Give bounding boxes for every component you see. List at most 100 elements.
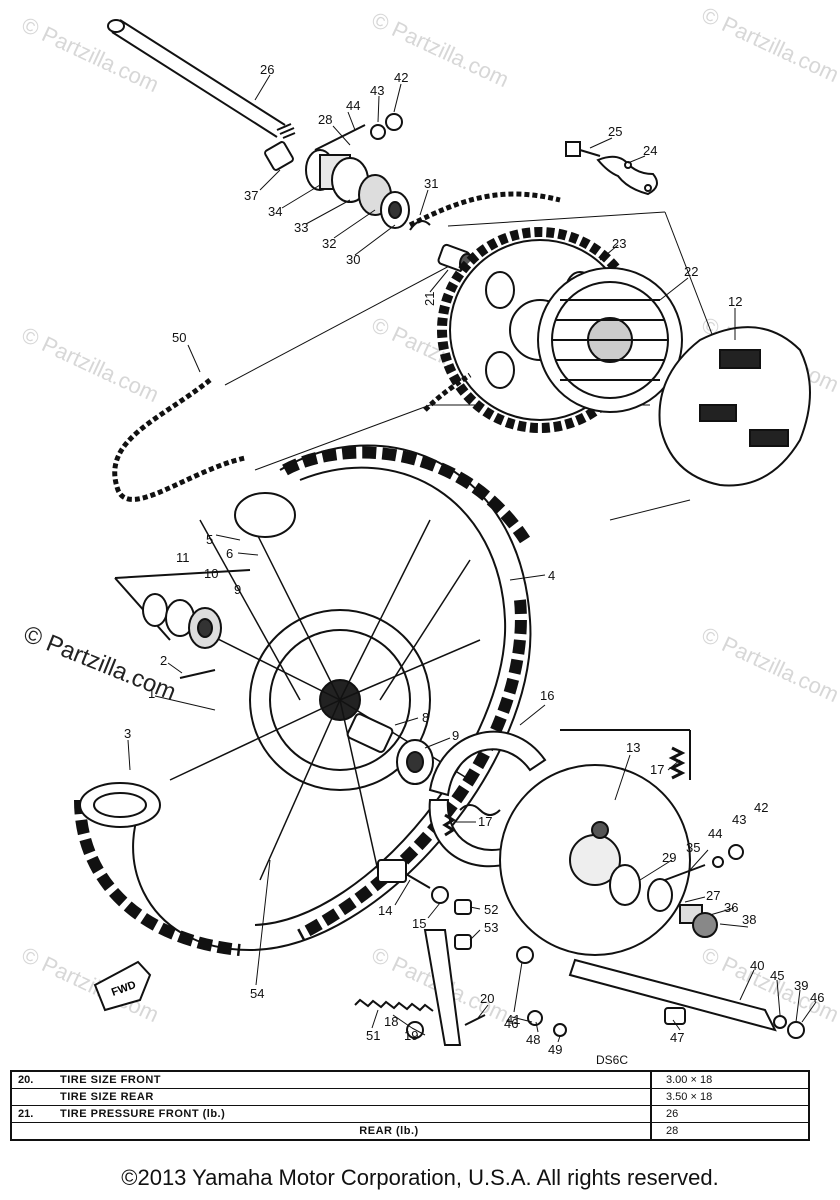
spec-value: 3.50 × 18 xyxy=(650,1088,809,1106)
callout-38: 38 xyxy=(742,912,756,927)
rear-wheel xyxy=(74,444,532,956)
callout-53: 53 xyxy=(484,920,498,935)
callout-43b: 43 xyxy=(732,812,746,827)
leader-lines xyxy=(127,74,817,1043)
spec-number xyxy=(11,1088,54,1106)
callout-32: 32 xyxy=(322,236,336,251)
spec-number: 20. xyxy=(11,1071,54,1089)
clutch-hub xyxy=(537,267,683,413)
callout-54: 54 xyxy=(250,986,264,1001)
callout-9b: 9 xyxy=(452,728,459,743)
watermark: © Partzilla.com xyxy=(698,2,840,87)
callout-31: 31 xyxy=(424,176,438,191)
right-axle-parts xyxy=(609,844,744,938)
spec-label: TIRE PRESSURE FRONT (lb.) xyxy=(54,1105,651,1123)
callout-46b: 46 xyxy=(810,990,824,1005)
callout-40: 40 xyxy=(750,958,764,973)
watermark-prominent: © Partzilla.com xyxy=(20,621,180,707)
spec-row: REAR (lb.) 28 xyxy=(11,1122,809,1141)
model-code: DS6C xyxy=(596,1053,629,1067)
callout-51: 51 xyxy=(366,1028,380,1043)
spec-label: TIRE SIZE REAR xyxy=(54,1088,651,1106)
callout-17b: 17 xyxy=(478,814,492,829)
callout-23: 23 xyxy=(612,236,626,251)
tire-section xyxy=(79,492,296,828)
spec-value: 26 xyxy=(650,1105,809,1123)
callout-27: 27 xyxy=(706,888,720,903)
callout-30: 30 xyxy=(346,252,360,267)
brake-cam xyxy=(377,859,472,950)
callout-25: 25 xyxy=(608,124,622,139)
callout-47: 47 xyxy=(670,1030,684,1045)
spec-number: 21. xyxy=(11,1105,54,1123)
callout-20: 20 xyxy=(480,991,494,1006)
drive-chain xyxy=(112,191,561,502)
callout-42: 42 xyxy=(394,70,408,85)
sprocket-bolts xyxy=(565,141,658,196)
bearing-set xyxy=(114,569,251,679)
callout-34: 34 xyxy=(268,204,282,219)
callout-36: 36 xyxy=(724,900,738,915)
callout-18: 18 xyxy=(384,1014,398,1029)
callouts: 26 44 43 42 28 25 24 37 34 33 32 30 31 2… xyxy=(124,62,824,1057)
brake-plate xyxy=(499,729,691,956)
axle-parts xyxy=(264,113,431,231)
spec-value: 3.00 × 18 xyxy=(650,1071,809,1089)
watermarks: © Partzilla.com © Partzilla.com © Partzi… xyxy=(18,2,840,1027)
callout-14: 14 xyxy=(378,903,392,918)
callout-26: 26 xyxy=(260,62,274,77)
callout-17: 17 xyxy=(650,762,664,777)
rear-axle xyxy=(107,19,296,139)
torque-arm xyxy=(354,929,805,1046)
spec-row: 20. TIRE SIZE FRONT 3.00 × 18 xyxy=(11,1071,809,1089)
copyright-notice: ©2013 Yamaha Motor Corporation, U.S.A. A… xyxy=(121,1165,719,1190)
callout-29: 29 xyxy=(662,850,676,865)
callout-48: 48 xyxy=(526,1032,540,1047)
spec-row: 21. TIRE PRESSURE FRONT (lb.) 26 xyxy=(11,1105,809,1123)
spec-label: TIRE SIZE FRONT xyxy=(54,1071,651,1089)
callout-6: 6 xyxy=(226,546,233,561)
hub-bearings xyxy=(346,713,434,785)
watermark: © Partzilla.com xyxy=(368,7,513,92)
callout-37: 37 xyxy=(244,188,258,203)
callout-5: 5 xyxy=(206,532,213,547)
callout-3: 3 xyxy=(124,726,131,741)
callout-9: 9 xyxy=(234,582,241,597)
callout-49: 49 xyxy=(548,1042,562,1057)
callout-50: 50 xyxy=(172,330,186,345)
callout-35: 35 xyxy=(686,840,700,855)
return-springs xyxy=(442,746,686,837)
callout-39: 39 xyxy=(794,978,808,993)
spec-table: 20. TIRE SIZE FRONT 3.00 × 18 TIRE SIZE … xyxy=(10,1070,810,1141)
callout-16: 16 xyxy=(540,688,554,703)
callout-44: 44 xyxy=(346,98,360,113)
spec-row: TIRE SIZE REAR 3.50 × 18 xyxy=(11,1088,809,1106)
watermark: © Partzilla.com xyxy=(18,12,163,97)
spec-value: 28 xyxy=(650,1122,809,1141)
callout-12: 12 xyxy=(728,294,742,309)
spec-number xyxy=(11,1122,54,1141)
callout-21: 21 xyxy=(422,292,437,306)
callout-43: 43 xyxy=(370,83,384,98)
callout-28: 28 xyxy=(318,112,332,127)
callout-1: 1 xyxy=(148,686,155,701)
callout-33: 33 xyxy=(294,220,308,235)
callout-24: 24 xyxy=(643,143,657,158)
parts-diagram: © Partzilla.com © Partzilla.com © Partzi… xyxy=(18,2,840,1057)
callout-22: 22 xyxy=(684,264,698,279)
callout-45: 45 xyxy=(770,968,784,983)
spec-label: REAR (lb.) xyxy=(54,1122,651,1141)
callout-15: 15 xyxy=(412,916,426,931)
watermark: © Partzilla.com xyxy=(698,622,840,707)
fwd-arrow: FWD xyxy=(93,960,152,1012)
callout-4: 4 xyxy=(548,568,555,583)
callout-46: 46 xyxy=(504,1016,518,1031)
damper xyxy=(658,326,811,487)
callout-19: 19 xyxy=(404,1028,418,1043)
callout-13: 13 xyxy=(626,740,640,755)
callout-41: 41 xyxy=(506,1012,520,1027)
callout-8: 8 xyxy=(422,710,429,725)
callout-42b: 42 xyxy=(754,800,768,815)
callout-10: 10 xyxy=(204,566,218,581)
callout-2: 2 xyxy=(160,653,167,668)
